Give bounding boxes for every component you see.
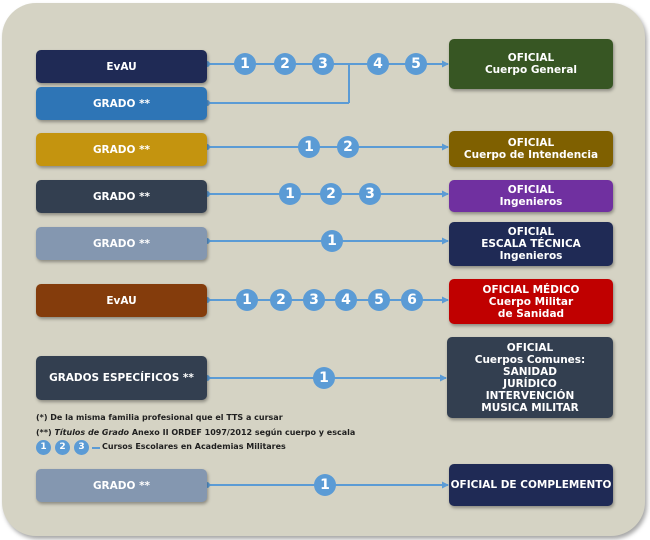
legend-step-circle: 3 — [74, 440, 89, 455]
step-circle: 2 — [274, 53, 296, 75]
dest-cuerpo-general: OFICIAL Cuerpo General — [449, 39, 613, 89]
step-circle: 2 — [337, 136, 359, 158]
dest-escala-tecnica: OFICIAL ESCALA TÉCNICA Ingenieros — [449, 222, 613, 266]
step-circle: 1 — [279, 183, 301, 205]
source-evau-general: EvAU — [36, 50, 207, 83]
source-grado-escala-tecnica: GRADO ** — [36, 227, 207, 260]
step-circle: 1 — [234, 53, 256, 75]
source-evau-medico: EvAU — [36, 284, 207, 317]
step-circle: 1 — [314, 474, 336, 496]
dest-cuerpo-intendencia: OFICIAL Cuerpo de Intendencia — [449, 131, 613, 167]
step-circle: 2 — [320, 183, 342, 205]
footnote-italic: Títulos de Grado — [54, 428, 130, 437]
source-grado-general: GRADO ** — [36, 87, 207, 120]
step-circle: 2 — [270, 289, 292, 311]
step-circle: 1 — [313, 367, 335, 389]
dest-oficial-complemento: OFICIAL DE COMPLEMENTO — [449, 464, 613, 506]
step-circle: 4 — [335, 289, 357, 311]
legend-step-circle: 2 — [55, 440, 70, 455]
step-circle: 1 — [321, 230, 343, 252]
source-grado-complemento: GRADO ** — [36, 469, 207, 502]
step-circle: 3 — [359, 183, 381, 205]
source-grado-ingenieros: GRADO ** — [36, 180, 207, 213]
step-circle: 5 — [368, 289, 390, 311]
dest-oficial-medico: OFICIAL MÉDICO Cuerpo Militar de Sanidad — [449, 279, 613, 324]
dest-ingenieros: OFICIAL Ingenieros — [449, 180, 613, 212]
legend-dash — [92, 447, 100, 449]
legend-text: Cursos Escolares en Academias Militares — [102, 442, 286, 451]
footnote-titulos-grado: (**) Títulos de Grado Anexo II ORDEF 109… — [36, 428, 355, 437]
footnote-rest: Anexo II ORDEF 1097/2012 según cuerpo y … — [129, 428, 356, 437]
step-circle: 6 — [401, 289, 423, 311]
source-grados-especificos: GRADOS ESPECÍFICOS ** — [36, 356, 207, 400]
footnote-misma-familia: (*) De la misma familia profesional que … — [36, 413, 283, 422]
step-circle: 5 — [405, 53, 427, 75]
step-circle: 1 — [236, 289, 258, 311]
dest-cuerpos-comunes: OFICIAL Cuerpos Comunes: SANIDAD JURÍDIC… — [447, 337, 613, 418]
step-circle: 3 — [312, 53, 334, 75]
step-circle: 1 — [298, 136, 320, 158]
step-circle: 4 — [367, 53, 389, 75]
legend-step-circle: 1 — [36, 440, 51, 455]
source-grado-intendencia: GRADO ** — [36, 133, 207, 166]
step-circle: 3 — [303, 289, 325, 311]
footnote-prefix: (**) — [36, 428, 55, 437]
